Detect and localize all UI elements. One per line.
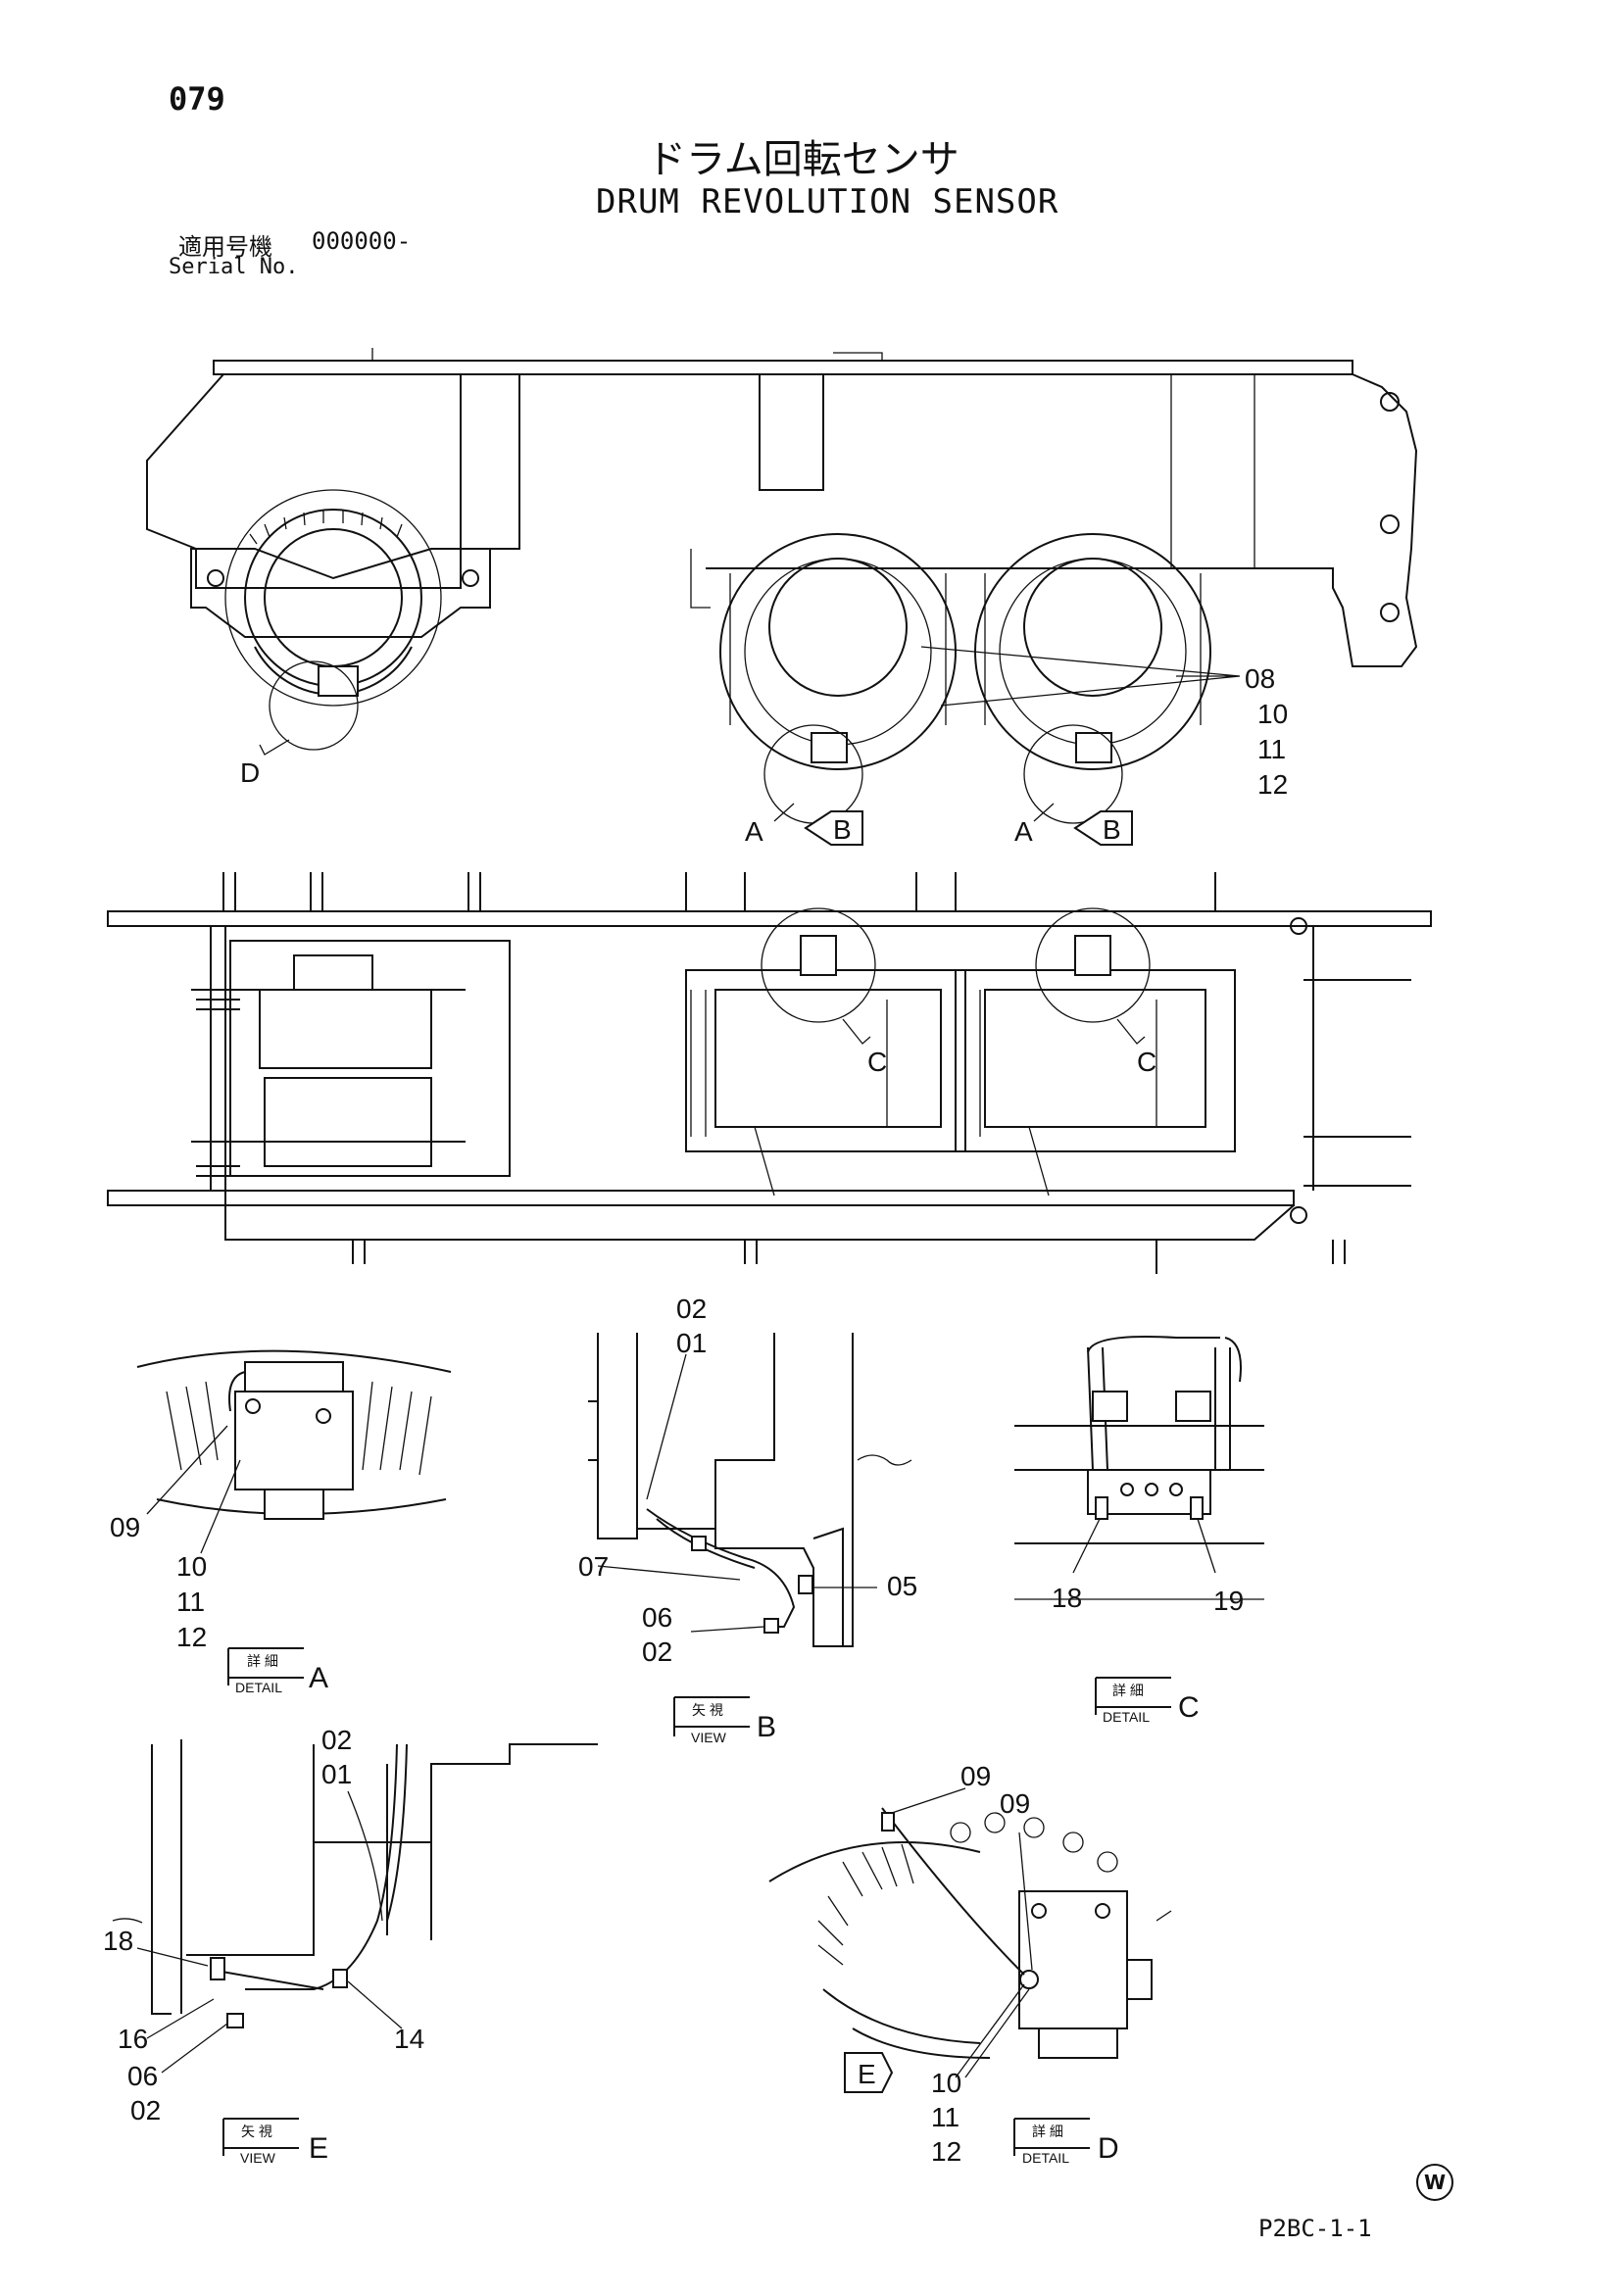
caption-detail-d-letter: D <box>1098 2132 1119 2165</box>
callout-a-10: 10 <box>176 1551 207 1582</box>
caption-view-b-jp: 矢 視 <box>692 1702 723 1718</box>
callout-c-18: 18 <box>1052 1583 1082 1613</box>
callout-e-02: 02 <box>321 1725 352 1755</box>
callout-b-02-top: 02 <box>676 1294 707 1324</box>
serial-value: 000000- <box>312 227 412 255</box>
callout-b-07: 07 <box>578 1551 609 1582</box>
caption-view-b-en: VIEW <box>691 1730 727 1745</box>
callout-d-10: 10 <box>931 2068 961 2098</box>
caption-view-e-en: VIEW <box>240 2150 276 2166</box>
left-drum <box>190 489 491 756</box>
caption-detail-c-jp: 詳 細 <box>1112 1683 1144 1698</box>
callout-b-01: 01 <box>676 1328 707 1358</box>
caption-detail-a-jp: 詳 細 <box>247 1653 278 1669</box>
view-e-drawing <box>112 1739 598 2074</box>
view-arrow-b-1 <box>804 810 863 846</box>
view-ref-b-2: B <box>1103 814 1121 845</box>
view-arrow-b-2 <box>1073 810 1133 846</box>
page-title-en: DRUM REVOLUTION SENSOR <box>596 182 1059 221</box>
view-ref-c-2: C <box>1137 1047 1156 1077</box>
callout-d-09-b: 09 <box>1000 1788 1030 1819</box>
detail-a-drawing <box>136 1349 452 1554</box>
view-ref-d: D <box>240 757 260 788</box>
caption-detail-d: 詳 細 DETAIL D <box>1013 2118 1119 2166</box>
callout-e-14: 14 <box>394 2024 424 2054</box>
callout-12: 12 <box>1257 769 1288 800</box>
side-view-drawing <box>146 348 1418 824</box>
callout-b-06: 06 <box>642 1602 672 1633</box>
caption-view-e-jp: 矢 視 <box>241 2124 272 2139</box>
callout-e-18: 18 <box>103 1926 133 1956</box>
caption-detail-d-jp: 詳 細 <box>1032 2124 1063 2139</box>
top-view-drawing <box>107 872 1432 1274</box>
view-b-drawing <box>588 1333 912 1647</box>
caption-detail-a-letter: A <box>309 1662 328 1694</box>
callout-a-11: 11 <box>176 1587 205 1617</box>
view-ref-c-1: C <box>867 1047 887 1077</box>
caption-view-e: 矢 視 VIEW E <box>222 2118 328 2166</box>
callout-e-01: 01 <box>321 1759 352 1789</box>
caption-view-e-letter: E <box>309 2132 328 2165</box>
caption-detail-c-letter: C <box>1178 1691 1200 1724</box>
callout-a-09: 09 <box>110 1512 140 1542</box>
callout-e-16: 16 <box>118 2024 148 2054</box>
callout-b-05: 05 <box>887 1571 917 1601</box>
callout-b-02-bottom: 02 <box>642 1637 672 1667</box>
callout-11: 11 <box>1257 734 1286 764</box>
view-ref-a-1: A <box>745 816 763 847</box>
callout-e-06: 06 <box>127 2061 158 2091</box>
callout-a-12: 12 <box>176 1622 207 1652</box>
caption-detail-c: 詳 細 DETAIL C <box>1095 1677 1200 1725</box>
callout-10: 10 <box>1257 699 1288 729</box>
page-title-jp: ドラム回転センサ <box>647 137 959 182</box>
callout-d-09-a: 09 <box>960 1761 991 1791</box>
callout-08: 08 <box>1245 663 1275 694</box>
detail-d-drawing <box>768 1787 1172 2078</box>
caption-detail-a-en: DETAIL <box>235 1680 282 1695</box>
view-ref-e: E <box>858 2059 876 2089</box>
callout-c-19: 19 <box>1213 1586 1244 1616</box>
view-ref-a-2: A <box>1014 816 1033 847</box>
callout-e-02-bottom: 02 <box>130 2095 161 2125</box>
view-ref-b-1: B <box>833 814 852 845</box>
footer-code: P2BC-1-1 <box>1258 2215 1372 2242</box>
detail-c-drawing <box>1014 1336 1264 1600</box>
callout-d-11: 11 <box>931 2102 959 2132</box>
caption-view-b: 矢 視 VIEW B <box>673 1696 776 1745</box>
caption-detail-d-en: DETAIL <box>1022 2150 1069 2166</box>
view-arrow-e <box>844 2052 894 2093</box>
caption-detail-c-en: DETAIL <box>1103 1709 1150 1725</box>
corner-w-mark: W <box>1416 2164 1453 2201</box>
middle-drum <box>690 533 957 824</box>
page-number: 079 <box>169 80 225 118</box>
caption-detail-a: 詳 細 DETAIL A <box>227 1647 328 1695</box>
callout-d-12: 12 <box>931 2136 961 2167</box>
serial-label-en: Serial No. <box>169 255 299 279</box>
right-drum <box>974 533 1211 824</box>
caption-view-b-letter: B <box>757 1711 776 1743</box>
serial-label-jp: 適用号機 <box>178 233 272 261</box>
